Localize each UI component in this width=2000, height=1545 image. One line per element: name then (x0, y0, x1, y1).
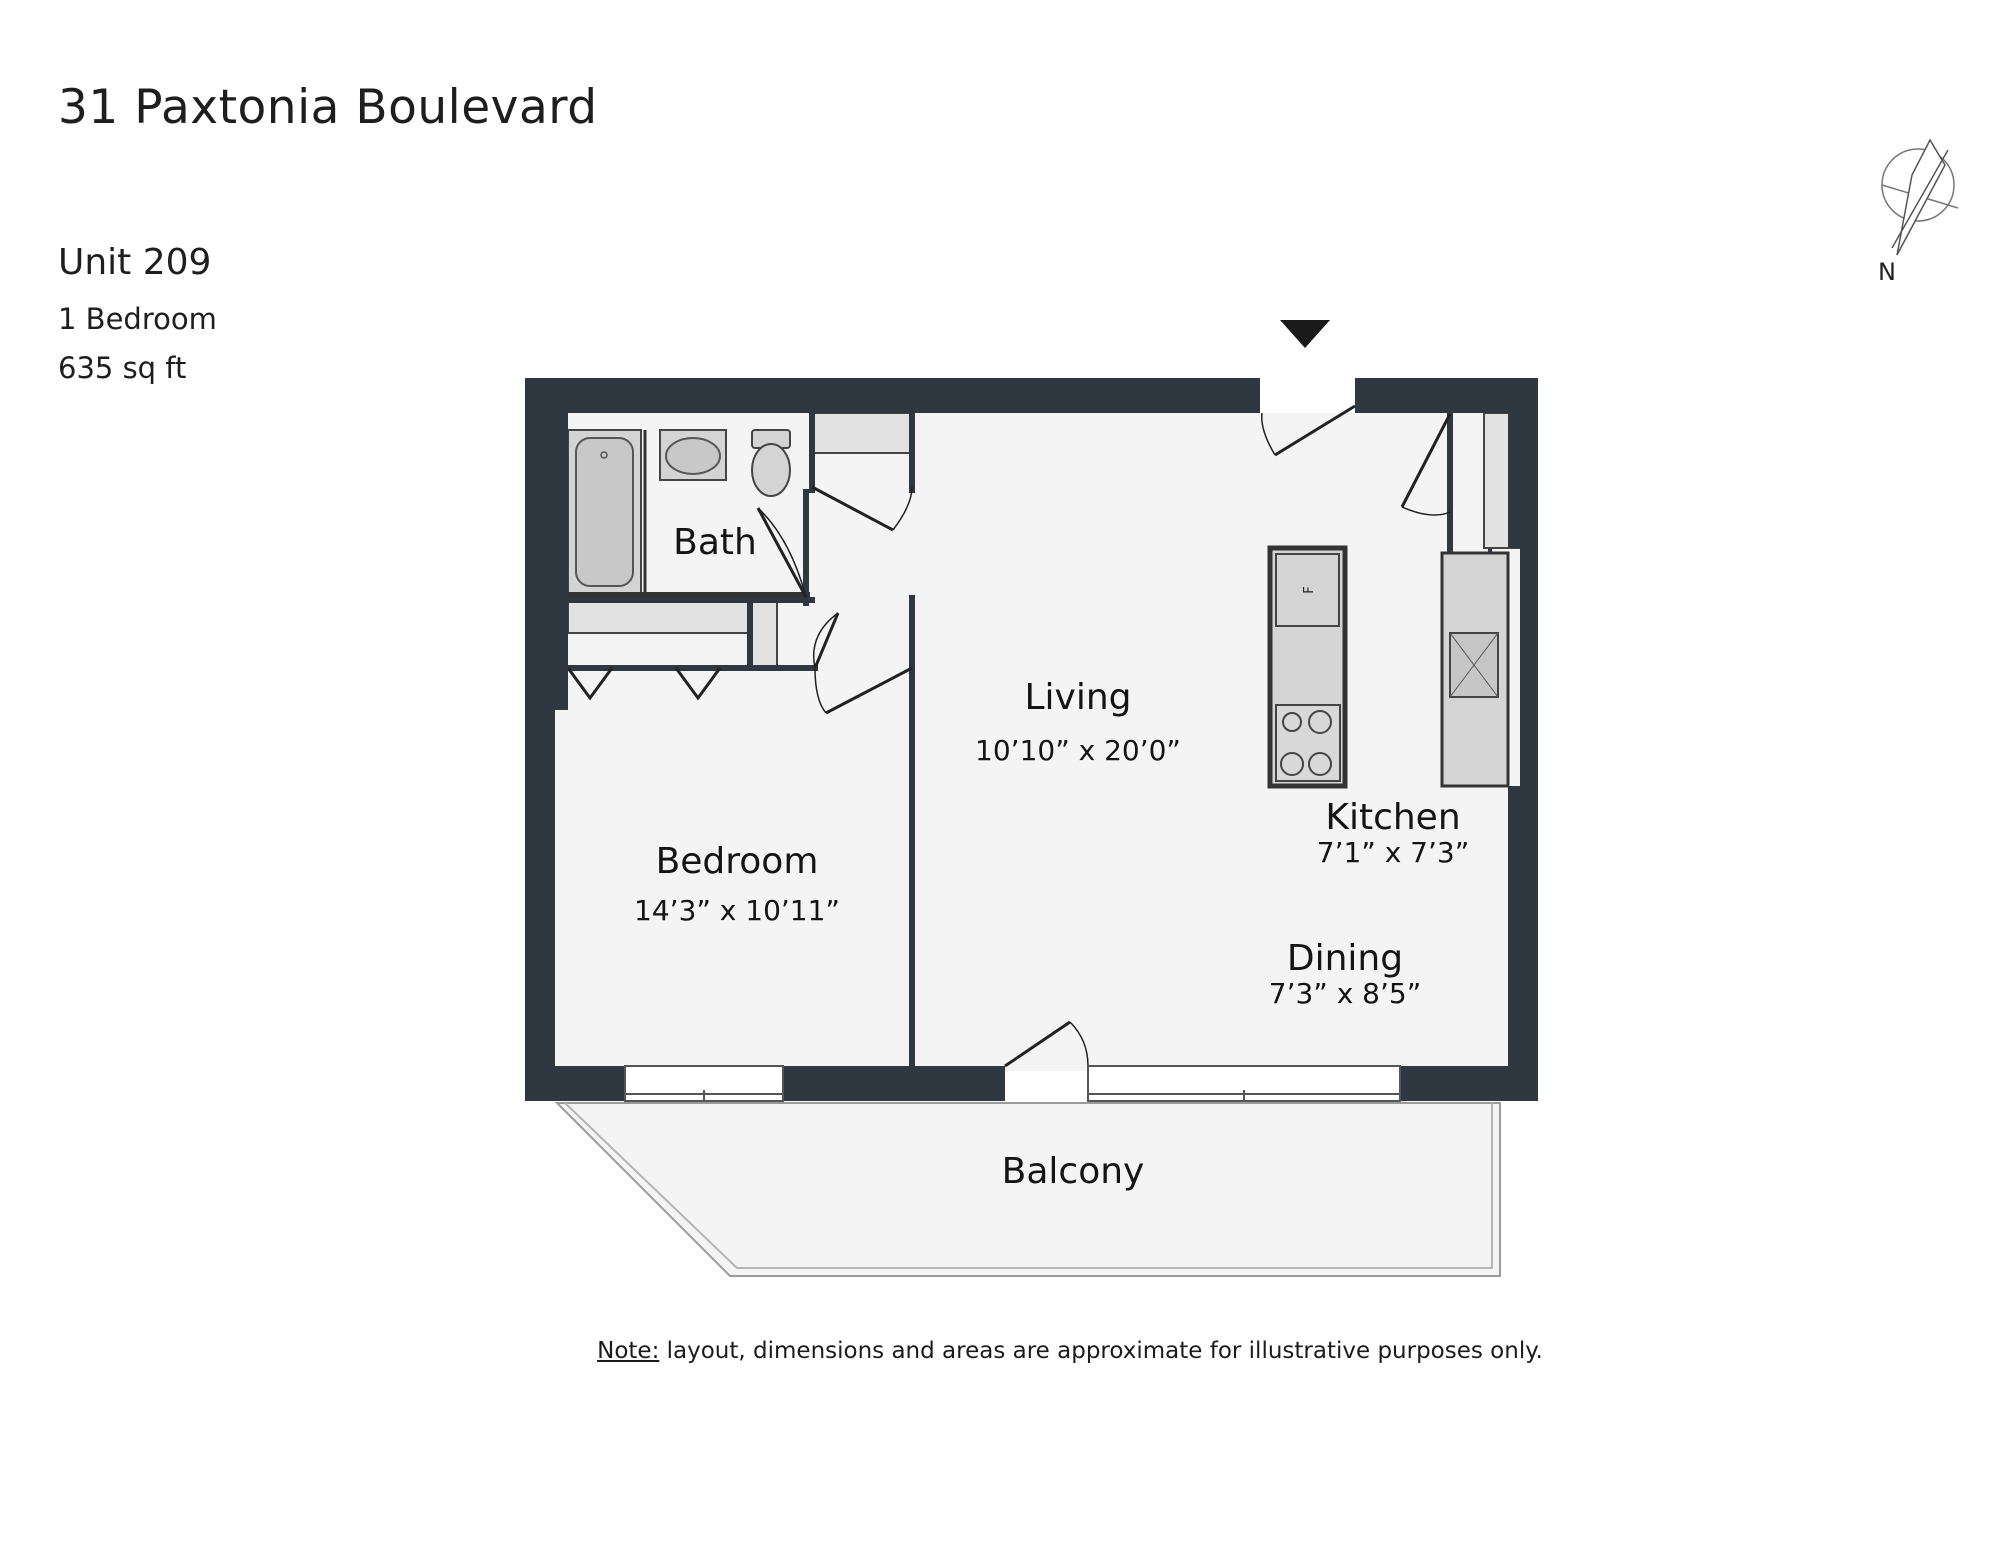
exterior-walls (525, 378, 1538, 1101)
linen-shelf (811, 412, 911, 454)
north-compass-icon (1881, 138, 1959, 256)
area-name-balcony: Balcony (1002, 1151, 1145, 1192)
unit-area: 635 sq ft (58, 351, 187, 385)
sink-icon (665, 437, 721, 475)
fridge (1275, 553, 1340, 627)
note-text: layout, dimensions and areas are approxi… (659, 1338, 1543, 1364)
door-swings (566, 404, 1452, 1068)
room-name-bedroom: Bedroom (656, 841, 819, 882)
room-dims-bedroom: 14’3” x 10’11” (634, 894, 840, 927)
bathtub-basin (575, 437, 634, 587)
room-name-dining: Dining (1287, 938, 1403, 979)
toilet-bowl-icon (751, 443, 791, 497)
room-dims-dining: 7’3” x 8’5” (1269, 977, 1421, 1010)
room-name-bath: Bath (673, 522, 757, 563)
windows (624, 1065, 1401, 1102)
compass-north-label: N (1878, 258, 1896, 286)
property-title: 31 Paxtonia Boulevard (58, 80, 598, 135)
stove-burner-icons (1280, 710, 1332, 776)
small-closet (751, 599, 778, 667)
note-label: Note: (597, 1338, 660, 1364)
interior-floor (555, 413, 1520, 1071)
room-name-living: Living (1024, 677, 1131, 718)
fridge-label: F (1302, 586, 1317, 593)
balcony-area (554, 1102, 1501, 1277)
entry-arrow-icon (1280, 320, 1330, 348)
room-dims-living: 10’10” x 20’0” (975, 734, 1181, 767)
room-name-kitchen: Kitchen (1325, 797, 1460, 838)
unit-number: Unit 209 (58, 242, 212, 283)
bedroom-count: 1 Bedroom (58, 302, 217, 336)
bathtub-drain (600, 451, 608, 459)
interior-walls (561, 410, 1492, 1074)
room-dims-kitchen: 7’1” x 7’3” (1317, 836, 1469, 869)
kitchen-sink-line (1449, 632, 1499, 698)
disclaimer-note: Note: layout, dimensions and areas are a… (0, 1338, 2000, 1364)
balcony-railing (564, 1102, 1493, 1269)
closet-shelf (567, 599, 749, 634)
